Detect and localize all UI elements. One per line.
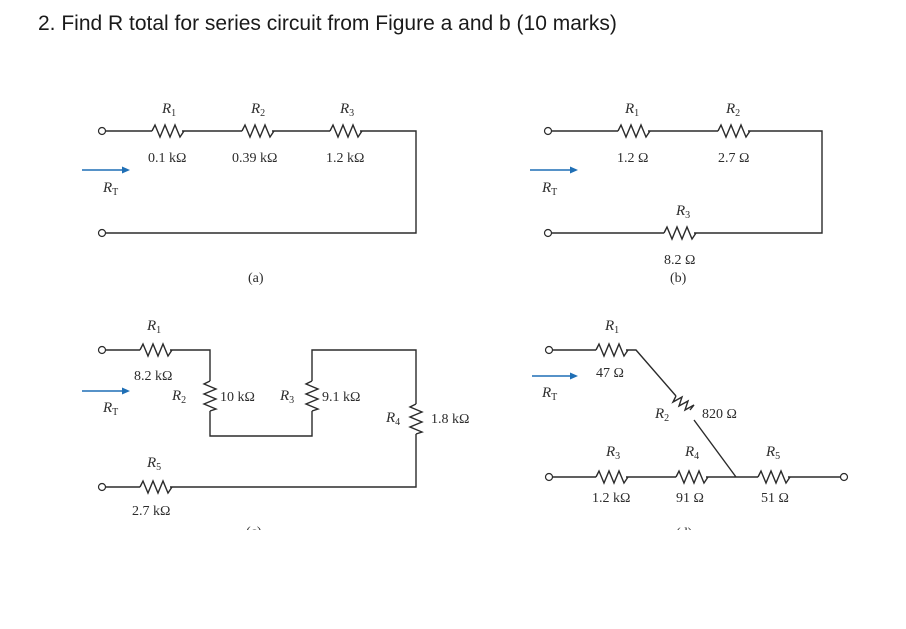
value-d-r4: 91 Ω bbox=[676, 491, 704, 506]
value-d-r3: 1.2 kΩ bbox=[592, 491, 630, 506]
resistor-d-r1 bbox=[595, 342, 629, 358]
resistor-d-r2 bbox=[671, 395, 695, 412]
resistor-b-r1 bbox=[617, 123, 651, 139]
label-d-r2: R2 bbox=[654, 406, 669, 424]
figure-b: R1 R2 R3 1.2 Ω 2.7 Ω 8.2 Ω RT (b) bbox=[530, 101, 823, 286]
terminal-bottom-c bbox=[97, 482, 107, 492]
value-c-r4: 1.8 kΩ bbox=[431, 412, 469, 427]
terminal-right-d bbox=[839, 472, 849, 482]
value-b-r3: 8.2 Ω bbox=[664, 253, 695, 268]
terminal-left-d bbox=[544, 472, 554, 482]
resistor-a-r1 bbox=[151, 123, 185, 139]
resistor-c-r1 bbox=[139, 342, 173, 358]
value-d-r1: 47 Ω bbox=[596, 366, 624, 381]
figure-d: R1 R2 R3 R4 R5 47 Ω 820 Ω 1.2 kΩ 91 Ω 51… bbox=[532, 318, 849, 541]
label-a-r2: R2 bbox=[250, 101, 265, 119]
label-b-r2: R2 bbox=[725, 101, 740, 119]
question-text: 2. Find R total for series circuit from … bbox=[38, 12, 617, 35]
wire-a bbox=[105, 130, 417, 234]
resistor-c-r4 bbox=[408, 403, 424, 435]
label-a-r3: R3 bbox=[339, 101, 354, 119]
value-d-r2: 820 Ω bbox=[702, 407, 737, 422]
value-c-r1: 8.2 kΩ bbox=[134, 369, 172, 384]
label-c-r1: R1 bbox=[146, 318, 161, 336]
label-rt-d: RT bbox=[541, 385, 557, 403]
resistor-b-r3 bbox=[663, 225, 697, 241]
caption-a: (a) bbox=[248, 271, 264, 286]
value-c-r2: 10 kΩ bbox=[220, 390, 255, 405]
label-rt-a: RT bbox=[102, 180, 118, 198]
arrowhead-b bbox=[570, 166, 578, 174]
arrowhead-d bbox=[570, 372, 578, 380]
label-rt-c: RT bbox=[102, 400, 118, 418]
caption-b: (b) bbox=[670, 271, 687, 286]
resistor-a-r2 bbox=[241, 123, 275, 139]
label-d-r3: R3 bbox=[605, 444, 620, 462]
label-c-r4: R4 bbox=[385, 410, 400, 428]
label-d-r1: R1 bbox=[604, 318, 619, 336]
terminal-bottom-a bbox=[97, 228, 107, 238]
label-d-r5: R5 bbox=[765, 444, 780, 462]
terminal-top-a bbox=[97, 126, 107, 136]
value-b-r1: 1.2 Ω bbox=[617, 151, 648, 166]
caption-c: (c) bbox=[246, 525, 262, 540]
resistor-c-r2 bbox=[202, 380, 218, 412]
resistor-b-r2 bbox=[717, 123, 751, 139]
caption-d: (d) bbox=[676, 526, 693, 541]
value-c-r5: 2.7 kΩ bbox=[132, 504, 170, 519]
value-d-r5: 51 Ω bbox=[761, 491, 789, 506]
label-c-r3: R3 bbox=[279, 388, 294, 406]
figure-a: R1 R2 R3 0.1 kΩ 0.39 kΩ 1.2 kΩ RT (a) bbox=[82, 101, 417, 286]
resistor-c-r5 bbox=[139, 479, 173, 495]
terminal-top-d bbox=[544, 345, 554, 355]
resistor-a-r3 bbox=[329, 123, 363, 139]
value-c-r3: 9.1 kΩ bbox=[322, 390, 360, 405]
value-a-r1: 0.1 kΩ bbox=[148, 151, 186, 166]
resistor-c-r3 bbox=[304, 380, 320, 412]
arrowhead-a bbox=[122, 166, 130, 174]
label-b-r1: R1 bbox=[624, 101, 639, 119]
terminal-top-b bbox=[543, 126, 553, 136]
label-a-r1: R1 bbox=[161, 101, 176, 119]
value-a-r3: 1.2 kΩ bbox=[326, 151, 364, 166]
value-b-r2: 2.7 Ω bbox=[718, 151, 749, 166]
terminal-bottom-b bbox=[543, 228, 553, 238]
resistor-d-r4 bbox=[675, 469, 709, 485]
label-c-r2: R2 bbox=[171, 388, 186, 406]
wire-d bbox=[552, 349, 841, 478]
value-a-r2: 0.39 kΩ bbox=[232, 151, 277, 166]
label-c-r5: R5 bbox=[146, 455, 161, 473]
terminal-top-c bbox=[97, 345, 107, 355]
label-b-r3: R3 bbox=[675, 203, 690, 221]
arrowhead-c bbox=[122, 387, 130, 395]
wire-b bbox=[551, 130, 823, 234]
resistor-d-r3 bbox=[595, 469, 629, 485]
label-rt-b: RT bbox=[541, 180, 557, 198]
wire-c bbox=[105, 349, 417, 488]
label-d-r4: R4 bbox=[684, 444, 699, 462]
figure-c: R1 R2 R3 R4 R5 8.2 kΩ 10 kΩ 9.1 kΩ 1.8 k… bbox=[82, 318, 469, 540]
resistor-d-r5 bbox=[757, 469, 791, 485]
